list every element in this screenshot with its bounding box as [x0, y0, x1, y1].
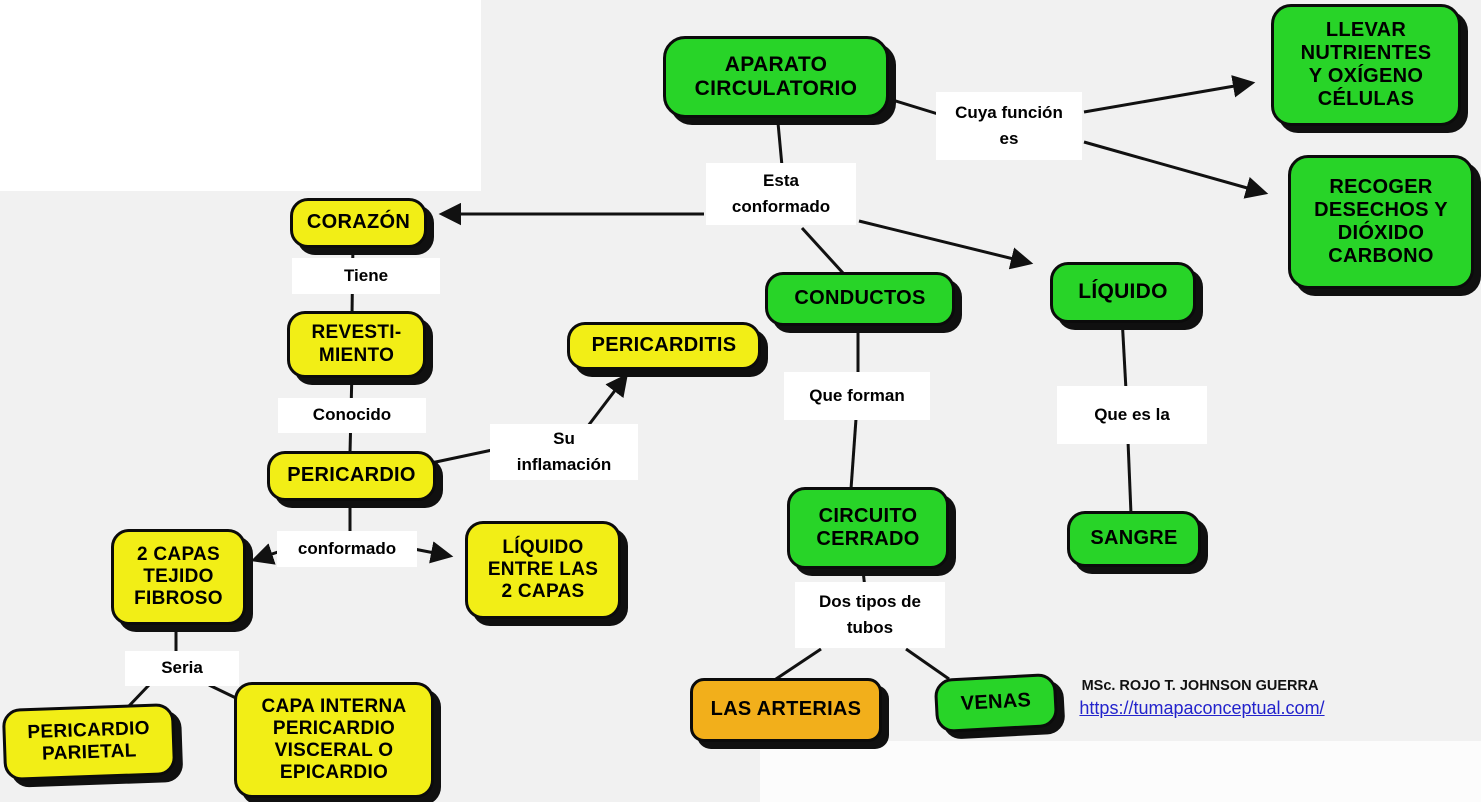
link-label-conocido: Conocido	[278, 398, 426, 433]
credit-author: MSc. ROJO T. JOHNSON GUERRA	[1081, 678, 1319, 694]
link-label-cuya-funcion-es: Cuya función es	[936, 92, 1082, 160]
node-pericardio: PERICARDIO	[267, 451, 436, 501]
link-label-su-inflamacion: Su inflamación	[490, 424, 638, 480]
credit-url-link[interactable]: https://tumapaconceptual.com/	[1079, 698, 1325, 718]
node-venas: VENAS	[933, 672, 1059, 734]
node-sangre: SANGRE	[1067, 511, 1201, 567]
node-revestimiento: REVESTI- MIENTO	[287, 311, 426, 378]
link-label-que-es-la: Que es la	[1057, 386, 1207, 444]
node-aparato-circulatorio: APARATO CIRCULATORIO	[663, 36, 889, 118]
node-liquido: LÍQUIDO	[1050, 262, 1196, 323]
node-conductos: CONDUCTOS	[765, 272, 955, 326]
node-capa-interna: CAPA INTERNA PERICARDIO VISCERAL O EPICA…	[234, 682, 434, 798]
link-label-que-forman: Que forman	[784, 372, 930, 420]
node-liquido-entre-capas: LÍQUIDO ENTRE LAS 2 CAPAS	[465, 521, 621, 619]
node-dos-capas-tejido-fibroso: 2 CAPAS TEJIDO FIBROSO	[111, 529, 246, 625]
link-label-conformado: conformado	[277, 531, 417, 567]
node-llevar-nutrientes: LLEVAR NUTRIENTES Y OXÍGENO CÉLULAS	[1271, 4, 1461, 126]
node-circuito-cerrado: CIRCUITO CERRADO	[787, 487, 949, 569]
link-label-seria: Seria	[125, 651, 239, 686]
background-patch-top-left	[0, 0, 481, 191]
link-label-tiene: Tiene	[292, 258, 440, 294]
node-pericarditis: PERICARDITIS	[567, 322, 761, 370]
node-las-arterias: LAS ARTERIAS	[690, 678, 882, 742]
link-label-esta-conformado: Esta conformado	[706, 163, 856, 225]
node-corazon: CORAZÓN	[290, 198, 427, 248]
node-recoger-desechos: RECOGER DESECHOS Y DIÓXIDO CARBONO	[1288, 155, 1474, 289]
node-pericardio-parietal: PERICARDIO PARIETAL	[1, 703, 177, 781]
link-label-dos-tipos-de-tubos: Dos tipos de tubos	[795, 582, 945, 648]
background-patch-bottom-right	[760, 741, 1481, 802]
